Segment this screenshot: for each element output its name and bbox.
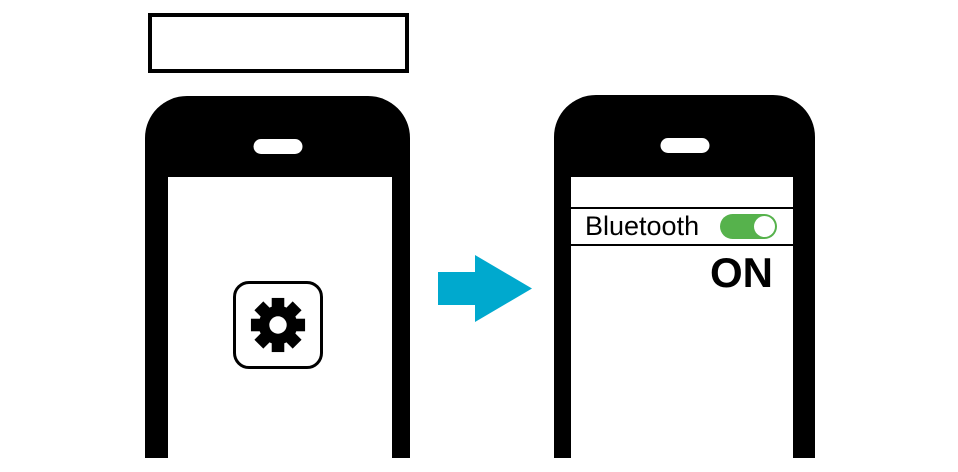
title-box bbox=[148, 13, 409, 73]
status-strip bbox=[571, 177, 793, 207]
bluetooth-status-text: ON bbox=[710, 249, 773, 296]
phone-after-screen: Bluetooth ON bbox=[571, 177, 793, 458]
settings-app-button[interactable] bbox=[233, 281, 323, 369]
phone-before bbox=[145, 96, 410, 458]
bluetooth-toggle[interactable] bbox=[720, 214, 777, 239]
bluetooth-label: Bluetooth bbox=[585, 211, 700, 241]
toggle-knob bbox=[754, 216, 775, 237]
phone-before-screen bbox=[168, 177, 392, 458]
phone-after: Bluetooth ON bbox=[554, 95, 815, 458]
gear-icon bbox=[249, 296, 307, 354]
speaker-slot bbox=[660, 138, 709, 153]
arrow-right-icon bbox=[438, 255, 533, 322]
speaker-slot bbox=[253, 139, 302, 154]
bluetooth-row: Bluetooth bbox=[571, 207, 793, 246]
